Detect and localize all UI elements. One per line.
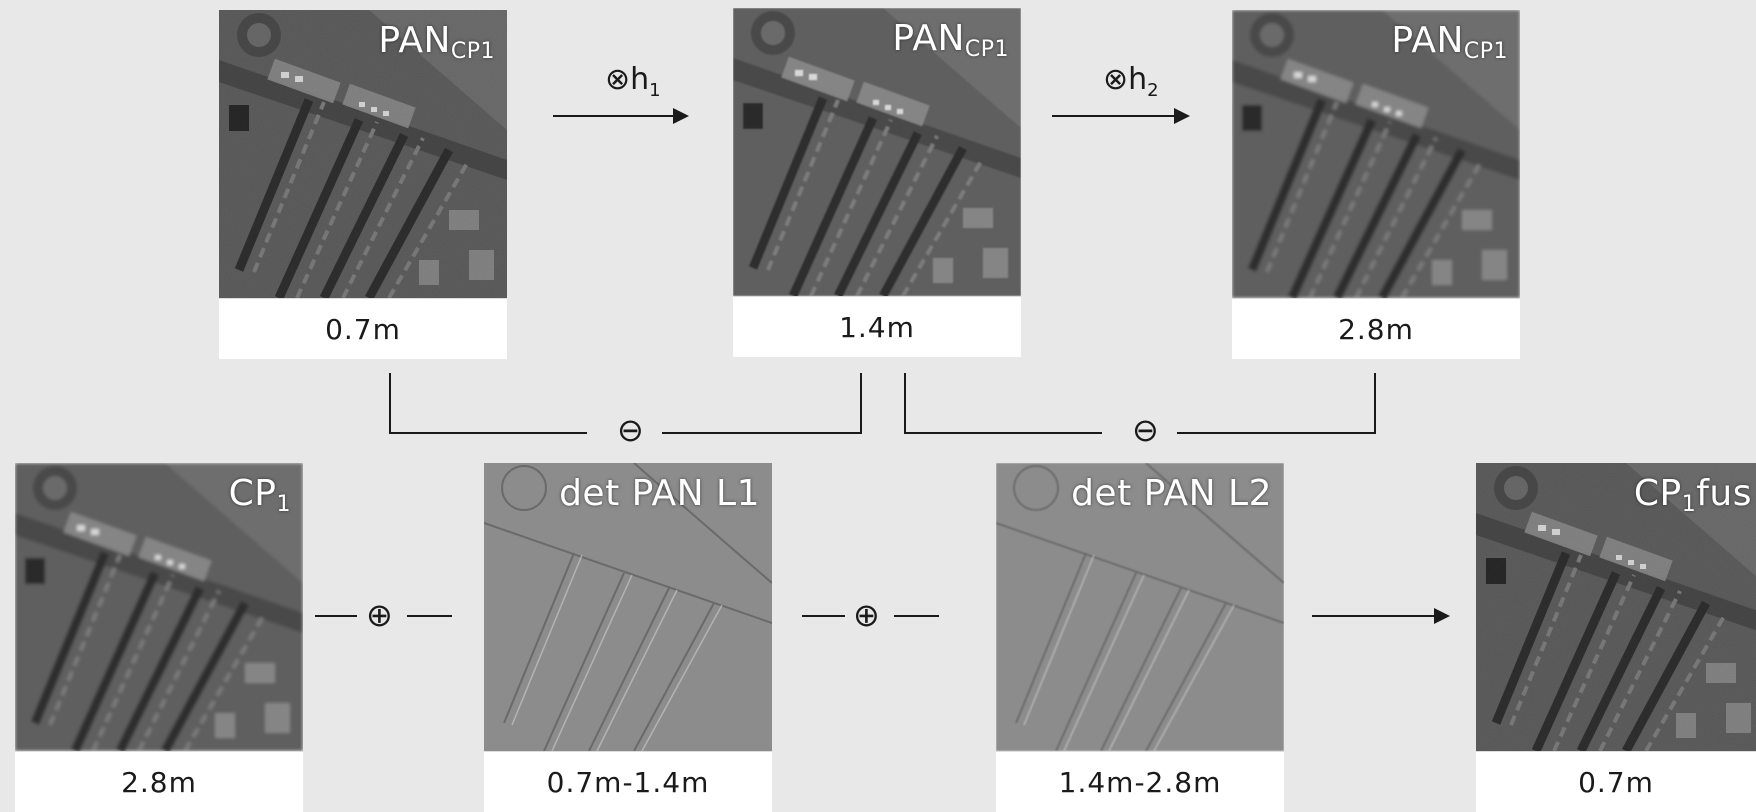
arrow-line xyxy=(1312,615,1434,617)
cp1-image: CP1 xyxy=(15,463,303,751)
connector xyxy=(407,615,452,617)
detail-l1-tile: det PAN L1 0.7m-1.4m xyxy=(484,463,772,812)
connector xyxy=(389,373,391,434)
pan-1.4m-image: PANCP1 xyxy=(733,8,1021,296)
connector xyxy=(894,615,939,617)
image-label: CP1 xyxy=(228,473,291,517)
plus-symbol: ⊕ xyxy=(853,596,880,634)
arrowhead xyxy=(1434,608,1450,624)
connector xyxy=(1374,373,1376,434)
image-label: CP1fus xyxy=(1633,473,1752,517)
cp1-tile: CP1 2.8m xyxy=(15,463,303,812)
resolution-label: 2.8m xyxy=(15,751,303,812)
image-label: PANCP1 xyxy=(1391,20,1508,64)
arrowhead xyxy=(1174,108,1190,124)
image-label: det PAN L2 xyxy=(1071,473,1272,514)
resolution-label: 2.8m xyxy=(1232,298,1520,359)
arrowhead xyxy=(673,108,689,124)
connector xyxy=(315,615,357,617)
connector xyxy=(802,615,845,617)
pan-2.8m-image: PANCP1 xyxy=(1232,10,1520,298)
resolution-label: 1.4m xyxy=(733,296,1021,357)
image-label: det PAN L1 xyxy=(559,473,760,514)
plus-symbol: ⊕ xyxy=(366,596,393,634)
cp1-fused-tile: CP1fus 0.7m xyxy=(1476,463,1756,812)
cp1-fused-image: CP1fus xyxy=(1476,463,1756,751)
minus-symbol: ⊖ xyxy=(617,411,644,449)
detail-l1-image: det PAN L1 xyxy=(484,463,772,751)
resolution-label: 0.7m-1.4m xyxy=(484,751,772,812)
connector xyxy=(904,373,906,434)
connector xyxy=(389,432,587,434)
pan-2.8m-tile: PANCP1 2.8m xyxy=(1232,10,1520,359)
arrow-line xyxy=(553,115,673,117)
connector xyxy=(904,432,1102,434)
arrow-line xyxy=(1052,115,1174,117)
resolution-label: 0.7m xyxy=(1476,751,1756,812)
filter-h1-label: ⊗h1 xyxy=(605,62,661,101)
connector xyxy=(860,373,862,434)
pan-0.7m-image: PANCP1 xyxy=(219,10,507,298)
resolution-label: 0.7m xyxy=(219,298,507,359)
detail-l2-image: det PAN L2 xyxy=(996,463,1284,751)
detail-l2-tile: det PAN L2 1.4m-2.8m xyxy=(996,463,1284,812)
minus-symbol: ⊖ xyxy=(1132,411,1159,449)
connector xyxy=(1177,432,1376,434)
resolution-label: 1.4m-2.8m xyxy=(996,751,1284,812)
filter-h2-label: ⊗h2 xyxy=(1103,62,1159,101)
pan-1.4m-tile: PANCP1 1.4m xyxy=(733,8,1021,357)
connector xyxy=(662,432,862,434)
image-label: PANCP1 xyxy=(378,20,495,64)
image-label: PANCP1 xyxy=(892,18,1009,62)
pan-0.7m-tile: PANCP1 0.7m xyxy=(219,10,507,359)
